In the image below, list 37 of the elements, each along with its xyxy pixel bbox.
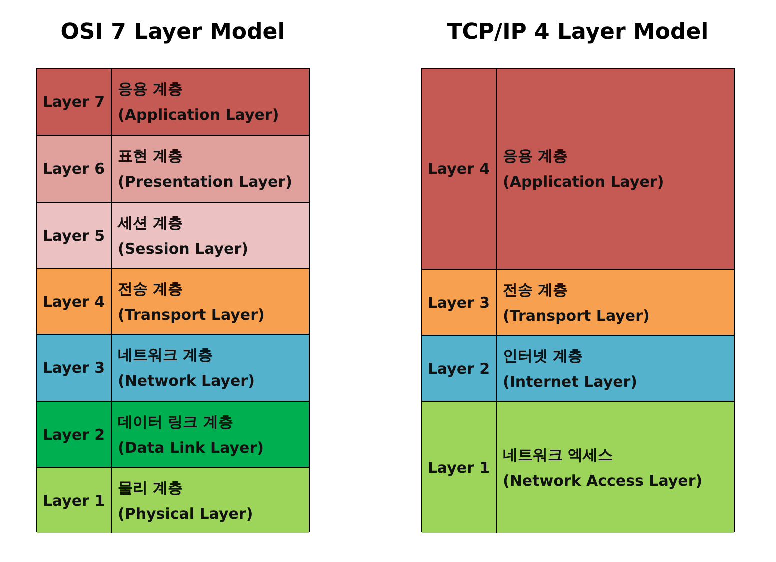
layer-name-korean: 물리 계층 bbox=[118, 478, 184, 498]
layer-row bbox=[422, 69, 734, 269]
layer-name-korean: 세션 계층 bbox=[118, 212, 184, 234]
layer-name-korean: 네트워크 엑세스 bbox=[503, 444, 614, 466]
layer-name-korean: 네트워크 계층 bbox=[118, 345, 214, 366]
layer-row bbox=[37, 467, 309, 533]
layer-name-korean: 데이터 링크 계층 bbox=[118, 412, 234, 432]
layer-row bbox=[422, 401, 734, 533]
layer-name-korean: 전송 계층 bbox=[503, 280, 568, 300]
layer-name-english: (Transport Layer) bbox=[118, 304, 265, 326]
layer-row bbox=[422, 269, 734, 335]
layer-row bbox=[37, 135, 309, 202]
layer-name-korean: 표현 계층 bbox=[118, 146, 184, 167]
layer-name-english: (Application Layer) bbox=[118, 105, 280, 126]
table-title: OSI 7 Layer Model bbox=[60, 20, 286, 45]
layer-name-english: (Network Access Layer) bbox=[503, 470, 703, 492]
layer-name-korean: 전송 계층 bbox=[118, 278, 184, 300]
layer-row bbox=[37, 202, 309, 268]
layer-number: Layer 1 bbox=[422, 402, 497, 533]
layer-row bbox=[422, 335, 734, 401]
layer-name-korean: 응용 계층 bbox=[118, 79, 184, 100]
layer-number: Layer 1 bbox=[37, 468, 112, 533]
layer-name-english: (Network Layer) bbox=[118, 371, 255, 392]
layer-row bbox=[37, 69, 309, 135]
layer-name-korean: 인터넷 계층 bbox=[503, 346, 584, 366]
layer-name-english: (Data Link Layer) bbox=[118, 438, 264, 458]
layer-name-english: (Physical Layer) bbox=[118, 504, 254, 524]
layer-name-korean: 응용 계층 bbox=[503, 146, 568, 167]
layer-row bbox=[37, 268, 309, 334]
layer-name-english: (Presentation Layer) bbox=[118, 172, 292, 193]
layer-name-english: (Transport Layer) bbox=[503, 306, 650, 326]
layer-row bbox=[37, 334, 309, 401]
layer-name-english: (Session Layer) bbox=[118, 238, 248, 260]
layer-name-english: (Application Layer) bbox=[503, 172, 664, 193]
table-title: TCP/IP 4 Layer Model bbox=[446, 20, 710, 45]
layer-row bbox=[37, 401, 309, 467]
layer-name-english: (Internet Layer) bbox=[503, 372, 638, 392]
